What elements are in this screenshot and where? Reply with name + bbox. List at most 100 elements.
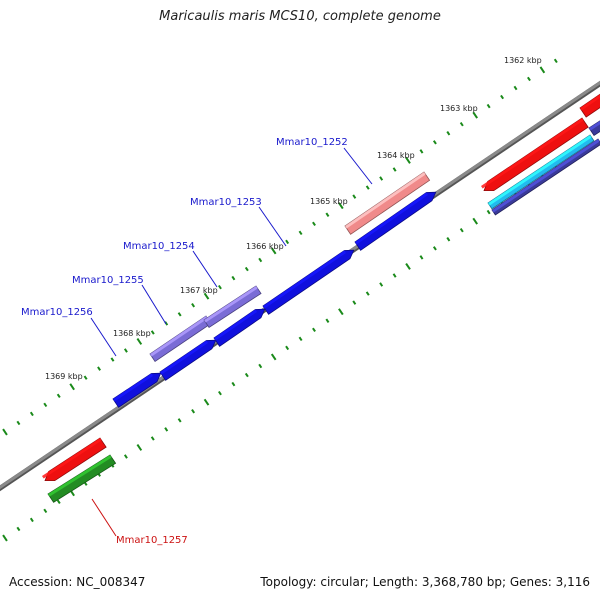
gene-feature-1252b[interactable] [354, 191, 437, 251]
inner-tick [203, 292, 210, 300]
inner-tick [325, 212, 330, 217]
outer-tick [218, 390, 222, 396]
inner-tick [231, 275, 236, 281]
outer-tick [446, 237, 451, 242]
inner-tick [365, 185, 370, 190]
outer-tick [150, 436, 155, 441]
leader-line-1253 [258, 206, 287, 247]
outer-tick [285, 345, 290, 351]
inner-tick [527, 76, 531, 82]
inner-tick [500, 94, 505, 100]
inner-tick [56, 393, 61, 399]
gene-feature-1257b[interactable] [47, 454, 117, 503]
outer-tick [392, 273, 397, 278]
leader-line-1256 [90, 317, 117, 357]
kbp-label-1369: 1369 kbp [45, 372, 83, 381]
outer-tick [432, 246, 437, 251]
inner-tick [2, 428, 8, 436]
outer-tick [177, 418, 182, 423]
outer-tick [56, 499, 61, 505]
kbp-label-1363: 1363 kbp [440, 104, 478, 113]
inner-tick [392, 167, 397, 172]
inner-tick [136, 338, 143, 345]
gene-feature-1257[interactable] [42, 437, 107, 482]
outer-tick [244, 372, 249, 378]
outer-tick [298, 336, 303, 342]
leader-line-1255 [141, 284, 167, 325]
gene-feature-upper-navy[interactable] [491, 138, 600, 216]
outer-tick [123, 454, 128, 459]
outer-tick [312, 327, 316, 333]
gene-features [42, 86, 600, 503]
inner-tick [29, 411, 34, 417]
outer-tick [2, 534, 8, 542]
outer-tick [29, 517, 34, 523]
outer-tick [459, 227, 464, 233]
outer-tick [338, 308, 344, 316]
inner-tick [352, 194, 357, 199]
inner-tick [419, 149, 424, 154]
inner-tick [486, 103, 491, 109]
inner-tick [16, 420, 21, 426]
kbp-label-1362: 1362 kbp [504, 56, 542, 65]
outer-tick [258, 363, 263, 369]
inner-tick [244, 266, 249, 272]
outer-tick [203, 398, 210, 406]
inner-tick [150, 330, 155, 335]
outer-tick [231, 381, 236, 387]
gene-feature-1253[interactable] [262, 249, 355, 315]
inner-tick [285, 239, 290, 245]
outer-tick [405, 262, 411, 270]
outer-tick [16, 526, 21, 532]
inner-tick [405, 156, 411, 164]
kbp-label-1367: 1367 kbp [180, 286, 218, 295]
inner-tick [218, 284, 222, 290]
outer-tick [191, 409, 196, 414]
outer-tick [164, 427, 169, 432]
map-title: Maricaulis maris MCS10, complete genome [159, 9, 441, 24]
outer-tick [325, 318, 330, 323]
gene-feature-1252[interactable] [344, 171, 431, 235]
outer-tick [352, 300, 357, 305]
gene-feature-edge-red[interactable] [579, 86, 600, 118]
inner-tick [43, 402, 48, 408]
kbp-label-1364: 1364 kbp [377, 151, 415, 160]
kbp-label-1366: 1366 kbp [246, 242, 284, 251]
leader-line-1252 [343, 147, 373, 185]
inner-tick [270, 247, 277, 255]
inner-tick [446, 131, 451, 136]
outer-tick [270, 353, 277, 361]
inner-tick [553, 58, 558, 64]
inner-tick [539, 66, 546, 74]
inner-tick [191, 303, 196, 308]
gene-feature-edge-navy[interactable] [588, 113, 600, 137]
gene-feature-1256[interactable] [112, 372, 162, 408]
kbp-label-1368: 1368 kbp [113, 329, 151, 338]
genome-summary-text: Topology: circular; Length: 3,368,780 bp… [260, 575, 590, 589]
leader-line-1257 [91, 498, 117, 537]
gene-label-1254[interactable]: Mmar10_1254 [123, 241, 195, 252]
inner-tick [177, 312, 182, 317]
inner-tick [97, 366, 101, 371]
gene-label-1253[interactable]: Mmar10_1253 [190, 197, 262, 208]
inner-tick [83, 375, 88, 380]
accession-text: Accession: NC_008347 [9, 575, 146, 589]
inner-tick [379, 176, 384, 181]
gene-label-1256[interactable]: Mmar10_1256 [21, 307, 93, 318]
gene-feature-upper-cyan[interactable] [487, 134, 595, 210]
inner-tick [312, 221, 316, 227]
gene-label-1252[interactable]: Mmar10_1252 [276, 137, 348, 148]
gene-feature-1254b[interactable] [213, 308, 266, 347]
inner-tick [432, 140, 437, 145]
gene-label-1255[interactable]: Mmar10_1255 [72, 275, 144, 286]
gene-feature-1256b[interactable] [159, 339, 217, 381]
gene-label-1257[interactable]: Mmar10_1257 [116, 535, 188, 546]
kbp-label-1365: 1365 kbp [310, 197, 348, 206]
inner-tick [110, 357, 115, 362]
inner-tick [513, 85, 518, 91]
gene-feature-1254[interactable] [203, 285, 262, 329]
outer-tick [43, 508, 48, 514]
gene-feature-upper-red[interactable] [481, 117, 589, 192]
